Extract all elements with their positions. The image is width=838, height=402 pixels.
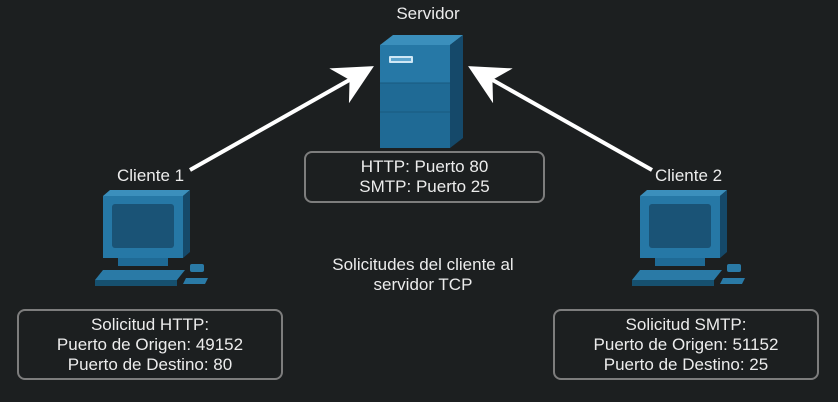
client2-source-port: Puerto de Origen: 51152 [593, 334, 779, 354]
server-port-http: HTTP: Puerto 80 [360, 157, 489, 176]
caption-line-2: servidor TCP [373, 275, 473, 294]
client1-request-type: Solicitud HTTP: [90, 314, 210, 334]
arrow-client2-to-server [468, 66, 653, 172]
client1-source-port: Puerto de Origen: 49152 [56, 334, 244, 354]
client2-request-box: Solicitud SMTP: Puerto de Origen: 51152 … [553, 309, 819, 380]
diagram-caption: Solicitudes del cliente al servidor TCP [293, 255, 553, 295]
server-title: Servidor [396, 4, 460, 23]
caption-line-1: Solicitudes del cliente al [332, 255, 514, 274]
client1-request-box: Solicitud HTTP: Puerto de Origen: 49152 … [17, 309, 283, 380]
client2-destination-port: Puerto de Destino: 25 [603, 354, 769, 374]
server-port-smtp: SMTP: Puerto 25 [359, 177, 490, 196]
server-ports-box: HTTP: Puerto 80 SMTP: Puerto 25 [304, 151, 545, 203]
arrow-client1-to-server [189, 66, 374, 172]
client1-destination-port: Puerto de Destino: 80 [67, 354, 233, 374]
client1-title: Cliente 1 [117, 166, 185, 185]
computer-icon [632, 190, 745, 286]
server-icon [380, 35, 463, 148]
client2-request-type: Solicitud SMTP: [625, 314, 747, 334]
client2-title: Cliente 2 [655, 166, 723, 185]
computer-icon [95, 190, 208, 286]
